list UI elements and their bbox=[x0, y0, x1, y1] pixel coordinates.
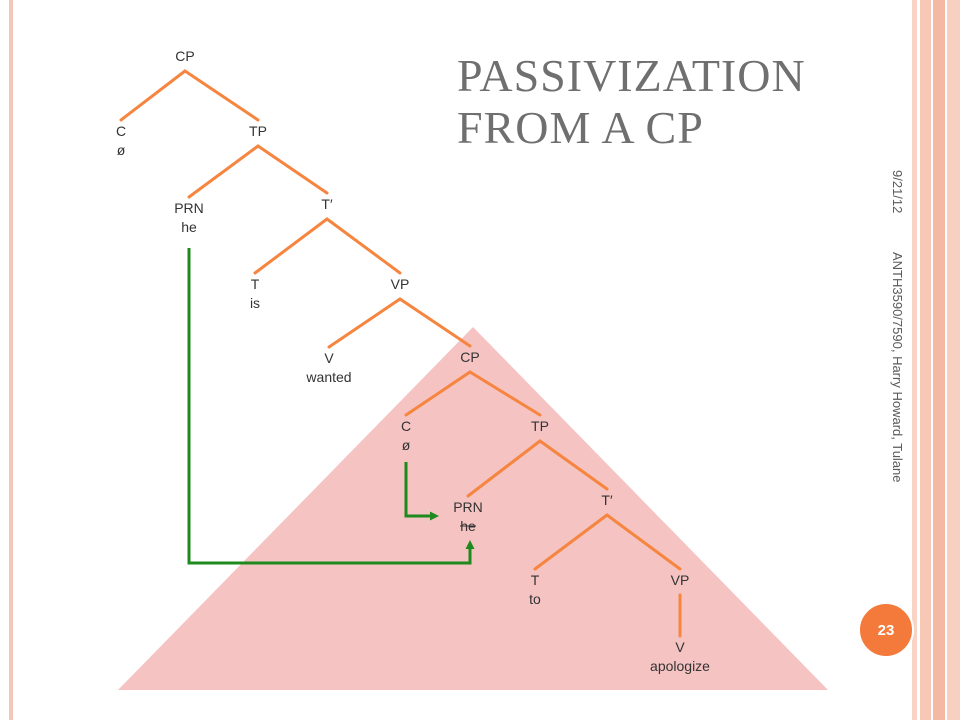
slide-title-line-2: FROM A CP bbox=[457, 102, 704, 153]
tree-node-label: T′ bbox=[601, 492, 613, 508]
tree-node-label: CP bbox=[175, 48, 194, 64]
right-border-stripe bbox=[912, 0, 917, 720]
tree-node-label: apologize bbox=[650, 658, 710, 674]
subordinate-clause-triangle bbox=[118, 327, 828, 690]
tree-node-label: PRN bbox=[453, 499, 483, 515]
tree-node-label: T bbox=[251, 276, 260, 292]
tree-branch bbox=[404, 370, 472, 417]
tree-node-label: VP bbox=[391, 276, 410, 292]
slide-date: 9/21/12 bbox=[890, 170, 905, 214]
tree-node-label: V bbox=[675, 639, 685, 655]
tree-branch bbox=[605, 513, 682, 571]
slide-title: PASSIVIZATION FROM A CP bbox=[457, 50, 877, 154]
tree-branch bbox=[468, 370, 542, 417]
tree-branch bbox=[256, 144, 329, 195]
tree-node-label: C bbox=[401, 418, 411, 434]
tree-node-label: VP bbox=[671, 572, 690, 588]
tree-branch bbox=[253, 217, 329, 275]
tree-node-label: TP bbox=[249, 123, 267, 139]
tree-branch bbox=[187, 144, 260, 199]
tree-branch bbox=[533, 513, 609, 571]
tree-node-label: to bbox=[529, 591, 541, 607]
movement-arrow bbox=[404, 462, 439, 521]
page-number-badge: 23 bbox=[858, 602, 914, 658]
tree-node-label: CP bbox=[460, 349, 479, 365]
right-border-stripe bbox=[920, 0, 931, 720]
slide-title-line-1: PASSIVIZATION bbox=[457, 50, 806, 101]
tree-node-label: C bbox=[116, 123, 126, 139]
tree-branch bbox=[183, 69, 260, 122]
left-border-stripe bbox=[9, 0, 13, 720]
course-credit: ANTH3590/7590, Harry Howard, Tulane bbox=[890, 252, 905, 483]
tree-branch bbox=[327, 297, 402, 349]
tree-node-label: T′ bbox=[321, 196, 333, 212]
tree-branch bbox=[466, 439, 542, 498]
tree-node-label: ø bbox=[117, 142, 126, 158]
tree-branch bbox=[538, 439, 609, 491]
tree-node-label: wanted bbox=[305, 369, 351, 385]
tree-node-label: TP bbox=[531, 418, 549, 434]
tree-node-label: is bbox=[250, 295, 260, 311]
right-border-stripe bbox=[947, 0, 960, 720]
movement-arrow bbox=[187, 248, 475, 565]
page-number: 23 bbox=[877, 621, 895, 639]
tree-node-label: V bbox=[324, 350, 334, 366]
tree-node-label: ø bbox=[402, 437, 411, 453]
tree-branch bbox=[119, 69, 187, 122]
tree-branch bbox=[325, 217, 402, 275]
tree-node-label: T bbox=[531, 572, 540, 588]
tree-node-label: he bbox=[181, 219, 197, 235]
right-border-stripe bbox=[933, 0, 945, 720]
tree-node-label: PRN bbox=[174, 200, 204, 216]
tree-branch bbox=[398, 297, 472, 348]
